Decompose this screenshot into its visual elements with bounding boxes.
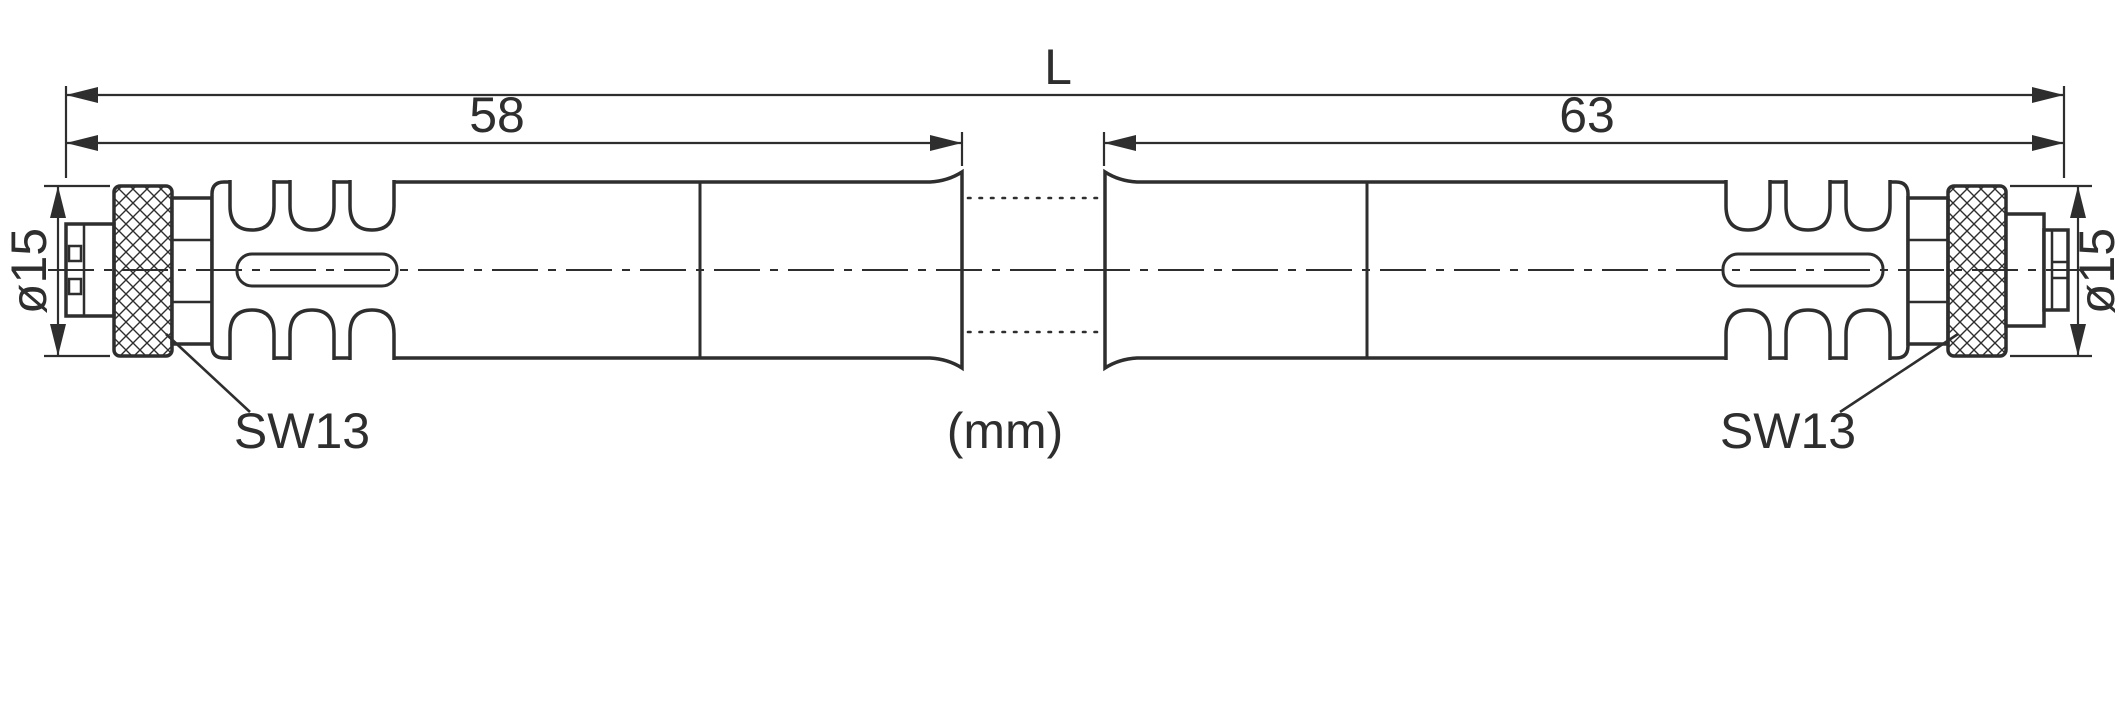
cable-break: [966, 196, 1102, 334]
arrow-dia-left-top: [50, 186, 66, 218]
arrow-total-left: [66, 87, 98, 103]
right-rib-cut-bottom-2: [1784, 308, 1832, 360]
left-socket-contact-bottom: [67, 277, 83, 296]
right-rib-cut-bottom-3: [1844, 308, 1892, 360]
leader-left-wrench: [165, 333, 251, 413]
left-rib-cut-bottom-3: [348, 308, 396, 360]
dim-label-right-length: 63: [1559, 87, 1615, 143]
dim-label-total: L: [1044, 39, 1072, 95]
left-rib-cut-top-2: [288, 180, 336, 232]
right-thread-barrel: [2004, 212, 2046, 328]
dimension-arrowheads: [50, 87, 2086, 356]
arrow-58-left: [66, 135, 98, 151]
left-socket-contact-top: [67, 244, 83, 263]
dim-label-right-diameter: ø15: [2069, 228, 2119, 314]
left-rib-cut-top-3: [348, 180, 396, 232]
arrow-63-right: [2032, 135, 2064, 151]
label-left-wrench-size: SW13: [234, 403, 370, 459]
label-right-wrench-size: SW13: [1720, 403, 1856, 459]
left-rib-cut-top-1: [228, 180, 276, 232]
right-rib-cut-top-2: [1784, 180, 1832, 232]
leader-right-wrench: [1839, 332, 1959, 414]
arrow-63-left: [1104, 135, 1136, 151]
label-unit-note: (mm): [947, 403, 1064, 459]
dim-label-left-length: 58: [469, 87, 525, 143]
right-rib-cut-bottom-1: [1724, 308, 1772, 360]
arrow-dia-left-bottom: [50, 324, 66, 356]
leader-lines: [165, 332, 1959, 414]
arrow-total-right: [2032, 87, 2064, 103]
left-rib-cut-bottom-2: [288, 308, 336, 360]
right-rib-cut-top-1: [1724, 180, 1772, 232]
dim-label-left-diameter: ø15: [1, 228, 57, 314]
arrow-dia-right-bottom: [2070, 324, 2086, 356]
left-rib-cut-bottom-1: [228, 308, 276, 360]
right-rib-cut-top-3: [1844, 180, 1892, 232]
right-grip-body: [1103, 168, 1910, 372]
arrow-58-right: [930, 135, 962, 151]
arrow-dia-right-top: [2070, 186, 2086, 218]
